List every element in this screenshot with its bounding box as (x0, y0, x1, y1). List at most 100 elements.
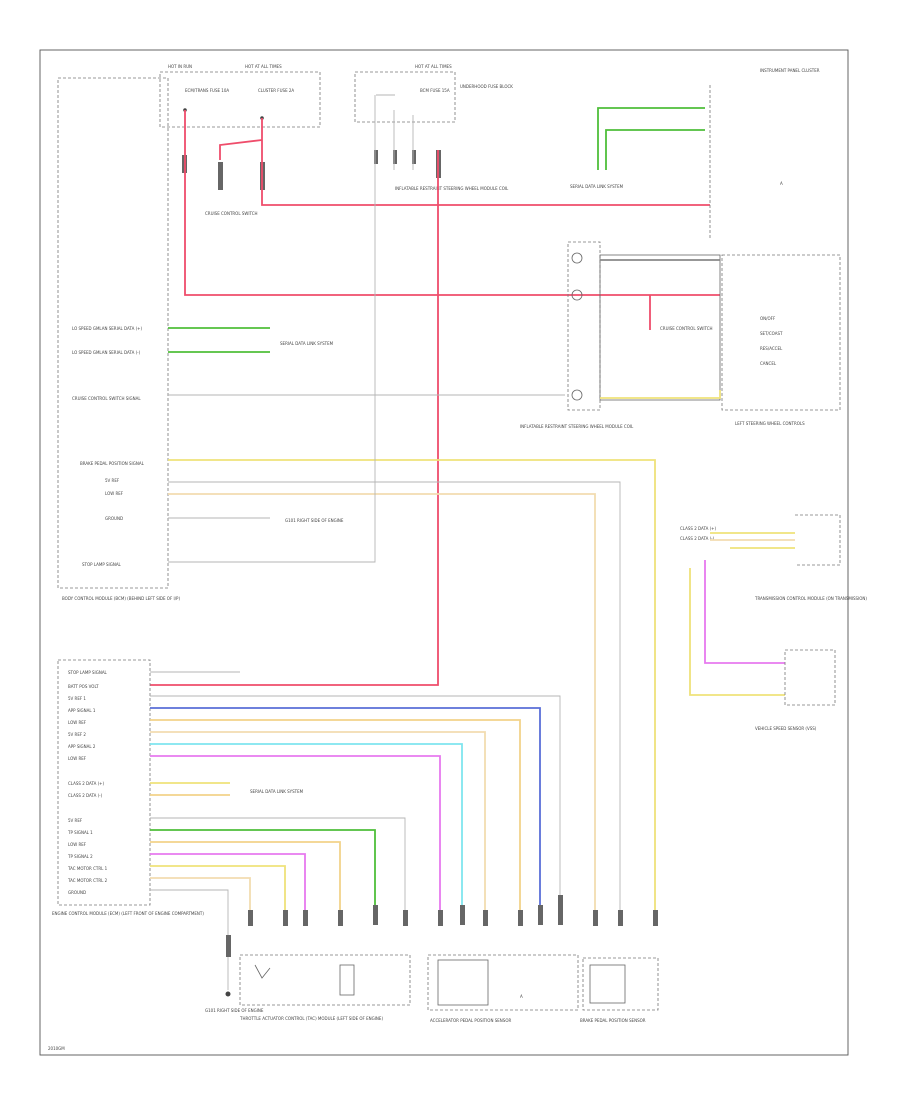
ecm-pin-15: TAC MOTOR CTRL 1 (67, 866, 108, 871)
5v-ref-wire (168, 481, 621, 910)
switch-label-4: CANCEL (760, 361, 777, 366)
tac-sensor-symbol (254, 964, 271, 979)
clockspring-block (567, 241, 601, 411)
app-pin-a: A (520, 994, 523, 999)
steering-wheel-switch-block: CRUISE CONTROL SWITCH LEFT STEERING WHEE… (520, 241, 841, 429)
fuse-block-outline (159, 71, 321, 128)
connector-stub (393, 150, 397, 164)
brake-pedal-sensor: BRAKE PEDAL POSITION SENSOR (580, 957, 659, 1023)
tac-motor-symbol (339, 964, 355, 996)
tan-5vref2 (150, 731, 486, 910)
ecm-pin-9: CLASS 2 DATA (+) (68, 781, 105, 786)
tcm-block: CLASS 2 DATA (+) CLASS 2 DATA (-) TRANSM… (680, 514, 867, 731)
ecm-pin-5: LOW REF (68, 720, 87, 725)
bcm-pin-4: BRAKE PEDAL POSITION SIGNAL (80, 461, 145, 466)
ground-symbol: G101 RIGHT SIDE OF ENGINE (205, 991, 264, 1013)
vss-outline (784, 649, 836, 706)
orange-lowref (150, 719, 521, 910)
bcm-pin-3: CRUISE CONTROL SWITCH SIGNAL (72, 396, 141, 401)
connector-stub (538, 905, 543, 925)
tac-caption: THROTTLE ACTUATOR CONTROL (TAC) MODULE (… (239, 1016, 383, 1021)
tac-motor1 (150, 865, 286, 910)
hot-label-3: HOT AT ALL TIMES (415, 64, 452, 69)
ecm-pin-8: LOW REF (68, 756, 87, 761)
ecm-pin-11: 5V REF (68, 818, 83, 823)
cruise-switch-label: CRUISE CONTROL SWITCH (660, 326, 713, 331)
connector-stub (248, 910, 253, 926)
connector-stub (218, 162, 223, 190)
red-wire-bcm (184, 110, 720, 296)
gray-wires-top (374, 94, 414, 170)
connector-stub (374, 150, 378, 164)
connector-stub (303, 910, 308, 926)
fuse-label-3: BCM FUSE 15A (420, 88, 450, 93)
throttle-actuator: THROTTLE ACTUATOR CONTROL (TAC) MODULE (… (239, 954, 411, 1021)
left-steering-controls (721, 254, 841, 411)
connector-stub (283, 910, 288, 926)
fuse-block-2: HOT AT ALL TIMES BCM FUSE 15A UNDERHOOD … (354, 64, 513, 123)
bcm-pin-7: GROUND (105, 516, 123, 521)
tac-tp1 (150, 829, 376, 910)
fuse-label-1: ECM/TRANS FUSE 10A (185, 88, 229, 93)
green-wire-2 (605, 129, 705, 170)
connector-stub (438, 910, 443, 926)
clockspring-caption: INFLATABLE RESTRAINT STEERING WHEEL MODU… (520, 424, 634, 429)
underhood-ref: UNDERHOOD FUSE BLOCK (460, 84, 513, 89)
app-caption: ACCELERATOR PEDAL POSITION SENSOR (430, 1018, 511, 1023)
connector-stub (373, 905, 378, 925)
clockspring-label: INFLATABLE RESTRAINT STEERING WHEEL MODU… (395, 186, 509, 191)
connector-stub (483, 910, 488, 926)
panel-ref: INSTRUMENT PANEL CLUSTER (760, 68, 820, 73)
ltblue-app2 (150, 743, 463, 910)
ecm-pin-6: 5V REF 2 (68, 732, 86, 737)
connector-stub (338, 910, 343, 926)
ecm-outline (57, 659, 151, 906)
ecm-5vref1 (150, 695, 561, 910)
ecm-pin-1: STOP LAMP SIGNAL (68, 670, 108, 675)
yellow-brake-wire (168, 459, 656, 910)
ecm-pin-7: APP SIGNAL 2 (68, 744, 96, 749)
ground-node (225, 991, 231, 997)
red-wire-jumper (219, 139, 263, 160)
cruise-indicator: A (780, 181, 783, 186)
fuse-label-2: CLUSTER FUSE 2A (258, 88, 294, 93)
serial-ref-bcm: SERIAL DATA LINK SYSTEM (280, 341, 334, 346)
tan-lowref-wire (168, 493, 596, 910)
bpp-outline (582, 957, 659, 1011)
steering-controls-label: LEFT STEERING WHEEL CONTROLS (735, 421, 805, 426)
stop-lamp-wire (168, 165, 376, 563)
ground-ref: G101 RIGHT SIDE OF ENGINE (285, 518, 344, 523)
blue-app-wire (150, 707, 541, 910)
bcm-pin-5: 5V REF (105, 478, 120, 483)
ecm-block: STOP LAMP SIGNAL BATT POS VOLT 5V REF 1 … (52, 659, 204, 916)
bcm-pin-1: LO SPEED GMLAN SERIAL DATA (+) (72, 326, 142, 331)
bcm-pin-6: LOW REF (105, 491, 124, 496)
ecm-pin-10: CLASS 2 DATA (-) (68, 793, 103, 798)
footer-code: 2010GM (48, 1046, 65, 1051)
pink-vss-wire (704, 560, 785, 664)
accel-pedal-sensor: A ACCELERATOR PEDAL POSITION SENSOR (427, 954, 579, 1023)
bpp-sensor (589, 964, 626, 1004)
bottom-connectors (226, 895, 658, 957)
connector-stub (653, 910, 658, 926)
tac-tp2 (150, 853, 306, 910)
serial-ref-ecm: SERIAL DATA LINK SYSTEM (250, 789, 304, 794)
switch-label-1: ON/OFF (760, 316, 776, 321)
pin-circle (571, 252, 583, 264)
app-outline (427, 954, 579, 1011)
connector-stub (558, 895, 563, 925)
bpp-caption: BRAKE PEDAL POSITION SENSOR (580, 1018, 646, 1023)
tac-lowref (150, 841, 341, 910)
app-sensor-1 (437, 959, 489, 1006)
switch-label-3: RES/ACCEL (760, 346, 783, 351)
pink-lowref2 (150, 755, 441, 910)
tcm-outline (795, 514, 841, 566)
ecm-pin-14: TP SIGNAL 2 (67, 854, 93, 859)
green-wire-1 (597, 107, 705, 170)
bcm-pins: LO SPEED GMLAN SERIAL DATA (+) LO SPEED … (62, 326, 180, 601)
hot-label-1: HOT IN RUN (168, 64, 192, 69)
ecm-pin-17: GROUND (68, 890, 86, 895)
vss-caption: VEHICLE SPEED SENSOR (VSS) (755, 726, 817, 731)
tcm-pin-1: CLASS 2 DATA (+) (680, 526, 717, 531)
yellow-wire-switch (600, 390, 721, 399)
